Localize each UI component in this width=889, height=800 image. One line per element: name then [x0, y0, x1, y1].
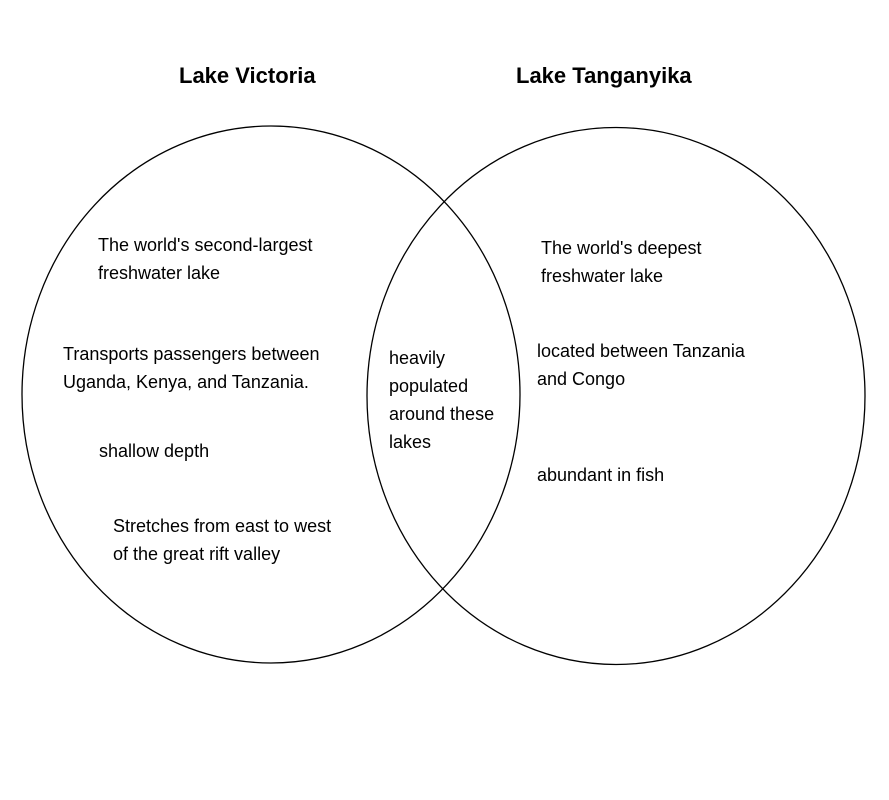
lake-tanganyika-circle — [366, 126, 866, 666]
left-item: The world's second-largest freshwater la… — [98, 235, 313, 283]
overlap-item: heavily populated around these lakes — [389, 348, 495, 452]
left-item: Transports passengers between Uganda, Ke… — [63, 344, 320, 392]
left-item: shallow depth — [99, 441, 210, 461]
lake-victoria-circle — [21, 125, 521, 664]
right-set-title: Lake Tanganyika — [516, 63, 692, 88]
left-set-title: Lake Victoria — [179, 63, 316, 88]
right-item: The world's deepest freshwater lake — [541, 238, 702, 286]
left-item: Stretches from east to west of the great… — [113, 516, 332, 564]
right-item: located between Tanzania and Congo — [537, 341, 745, 389]
right-item: abundant in fish — [537, 465, 665, 485]
